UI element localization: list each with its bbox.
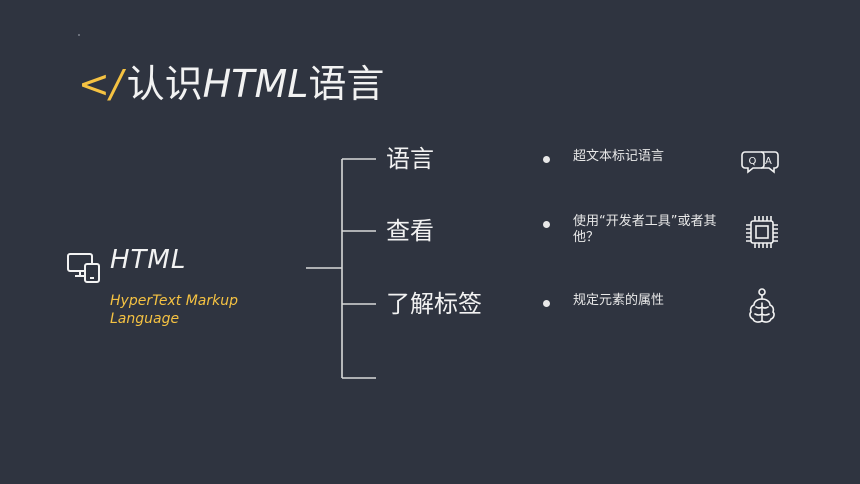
chip-icon — [746, 216, 778, 248]
code-tag-symbol: </ — [78, 62, 123, 106]
devices-icon — [67, 253, 100, 283]
bullet-dot — [543, 221, 550, 228]
bullet-text: 规定元素的属性 — [573, 293, 665, 308]
bullet-text: 超文本标记语言 — [573, 149, 665, 164]
bullet-dot — [543, 156, 550, 163]
bullet-dot — [543, 300, 550, 307]
root-node-label: HTML — [110, 245, 187, 275]
branch-label-tags: 了解标签 — [386, 290, 482, 318]
root-node-subtitle: HyperText Markup Language — [110, 293, 239, 327]
bullet-text: 使用“开发者工具”或者其他？ — [573, 214, 717, 245]
svg-text:A: A — [765, 156, 772, 167]
title-html: HTML — [202, 62, 309, 106]
title-prefix: 认识 — [126, 62, 203, 106]
slide-title: </认识HTML语言 — [78, 58, 384, 110]
title-suffix: 语言 — [308, 62, 385, 106]
svg-text:Q: Q — [749, 156, 757, 167]
branch-label-view: 查看 — [386, 217, 434, 245]
branch-label-language: 语言 — [386, 145, 434, 173]
qa-chat-icon: Q A — [741, 151, 779, 174]
decorative-dot — [78, 34, 80, 36]
brain-robot-icon — [749, 288, 775, 323]
